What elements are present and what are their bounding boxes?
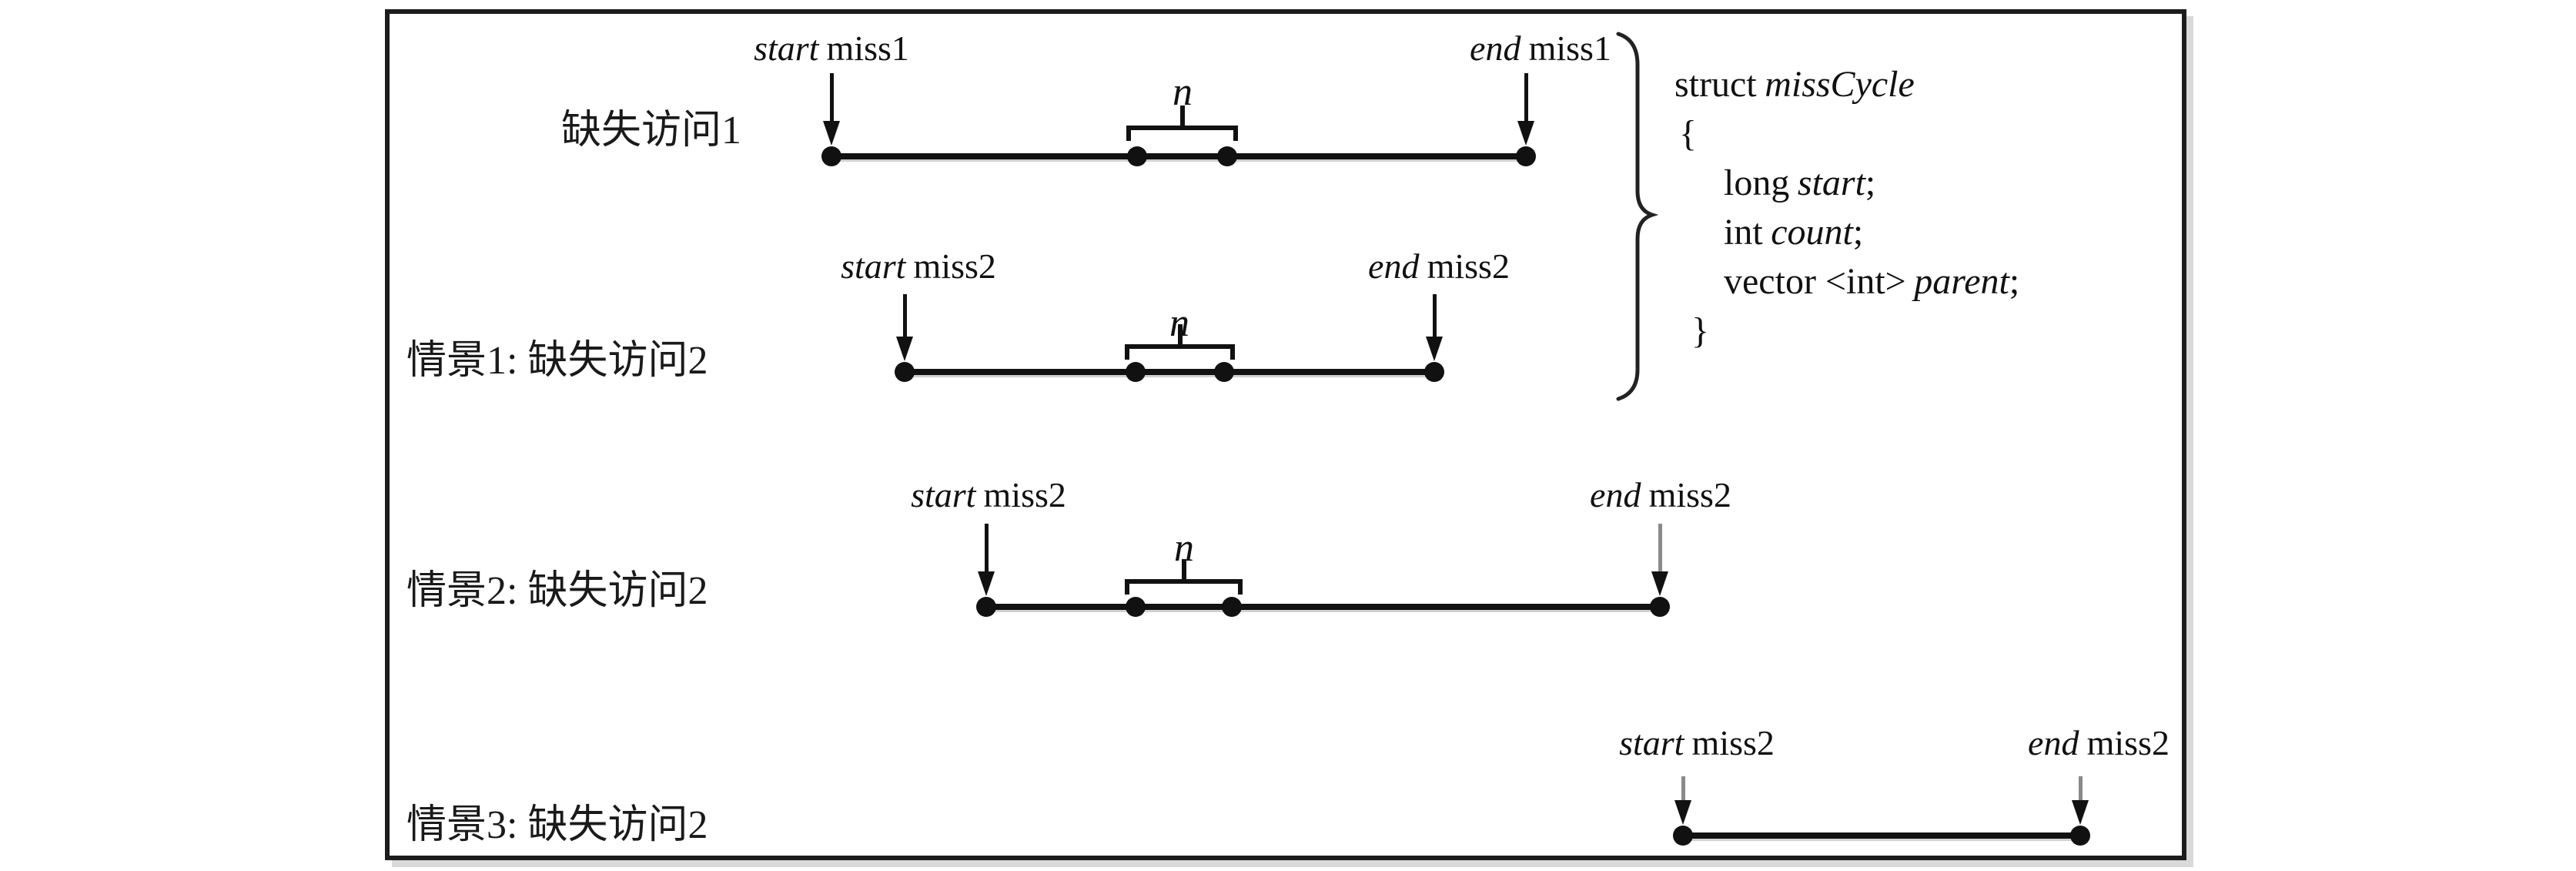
field-type: vector <int> xyxy=(1724,261,1906,302)
down-arrow-start-row4 xyxy=(1674,776,1691,825)
down-arrow-end-row4 xyxy=(2072,776,2089,825)
timeline-dot xyxy=(1516,146,1536,166)
arrow-stem xyxy=(1432,294,1437,337)
start-object: miss2 xyxy=(1691,723,1775,762)
timeline-dot xyxy=(1126,362,1146,382)
arrow-head xyxy=(2072,800,2089,825)
field-name: count xyxy=(1771,212,1853,253)
figure-border-box xyxy=(385,9,2186,860)
start-keyword: start xyxy=(911,475,976,514)
field-semicolon: ; xyxy=(1852,212,1864,253)
timeline-dot xyxy=(1222,597,1242,617)
arrow-stem xyxy=(829,73,834,121)
timeline-dot xyxy=(1217,146,1237,166)
end-keyword: end xyxy=(2028,723,2079,762)
n-bracket-row3 xyxy=(1125,559,1243,595)
down-arrow-end-row2 xyxy=(1426,294,1443,361)
row-label-scene2: 情景2: 缺失访问2 xyxy=(406,569,708,613)
arrow-head xyxy=(1674,800,1691,825)
end-object: miss1 xyxy=(1528,28,1611,68)
down-arrow-start-row1 xyxy=(823,73,840,146)
n-bracket-row1 xyxy=(1126,106,1238,141)
timeline-row3 xyxy=(986,604,1660,610)
timeline-dot xyxy=(895,362,915,382)
timeline-dot xyxy=(821,146,841,166)
timeline-dot xyxy=(1214,362,1234,382)
timeline-row1 xyxy=(831,153,1526,159)
timeline-dot xyxy=(1673,826,1693,846)
arrow-stem xyxy=(1658,524,1662,571)
row-label-miss1: 缺失访问1 xyxy=(561,109,742,152)
arrow-stem xyxy=(1524,73,1528,121)
struct-name: missCycle xyxy=(1765,64,1915,105)
timeline-dot xyxy=(1650,597,1670,617)
field-name: start xyxy=(1797,162,1865,203)
n-label-row3: n xyxy=(1174,526,1194,570)
end-keyword: end xyxy=(1368,246,1420,286)
n-bracket-stem xyxy=(1181,559,1186,580)
end-object: miss2 xyxy=(2086,723,2170,762)
start-object: miss2 xyxy=(913,246,996,286)
arrow-head xyxy=(978,571,995,596)
down-arrow-start-row3 xyxy=(978,524,995,596)
timeline-row4 xyxy=(1683,832,2080,839)
arrow-head xyxy=(896,337,913,361)
arrow-head xyxy=(823,121,840,146)
arrow-stem xyxy=(984,524,989,571)
n-label-row1: n xyxy=(1173,70,1193,114)
arrow-stem xyxy=(1681,776,1685,800)
end-object: miss2 xyxy=(1427,246,1510,286)
arrow-head xyxy=(1651,571,1668,596)
end-keyword: end xyxy=(1590,475,1641,514)
start-keyword: start xyxy=(1619,723,1684,762)
timeline-dot xyxy=(2070,826,2090,846)
n-label-row2: n xyxy=(1169,301,1189,345)
arrow-stem xyxy=(2078,776,2083,800)
n-bracket-row2 xyxy=(1125,324,1235,360)
field-type: int xyxy=(1724,212,1763,253)
arrow-head xyxy=(1426,337,1443,361)
timeline-row2 xyxy=(905,369,1434,375)
end-object: miss2 xyxy=(1648,475,1731,514)
field-semicolon: ; xyxy=(1865,162,1876,203)
timeline-dot xyxy=(1127,146,1147,166)
down-arrow-end-row1 xyxy=(1517,73,1534,146)
arrow-head xyxy=(1517,121,1534,146)
n-bracket-stem xyxy=(1177,324,1183,345)
end-keyword: end xyxy=(1470,28,1521,68)
struct-field-parent: vector <int>parent; xyxy=(1674,257,2019,307)
down-arrow-start-row2 xyxy=(896,294,913,361)
field-semicolon: ; xyxy=(2009,261,2020,302)
struct-open-brace: { xyxy=(1679,113,1698,154)
start-keyword: start xyxy=(841,246,906,286)
timeline-dot xyxy=(1126,597,1146,617)
n-bracket-stem xyxy=(1179,106,1185,126)
struct-close-brace: } xyxy=(1691,310,1710,351)
field-type: long xyxy=(1724,162,1790,203)
row-label-scene1: 情景1: 缺失访问2 xyxy=(406,339,708,383)
down-arrow-end-row3 xyxy=(1651,524,1668,596)
start-object: miss2 xyxy=(983,475,1066,514)
start-object: miss1 xyxy=(826,28,909,68)
timeline-dot xyxy=(976,597,996,617)
field-name: parent xyxy=(1914,261,2009,302)
arrow-stem xyxy=(902,294,907,337)
start-keyword: start xyxy=(754,28,819,68)
timeline-dot xyxy=(1424,362,1444,382)
row-label-scene3: 情景3: 缺失访问2 xyxy=(406,803,708,847)
struct-keyword: struct xyxy=(1674,64,1757,105)
